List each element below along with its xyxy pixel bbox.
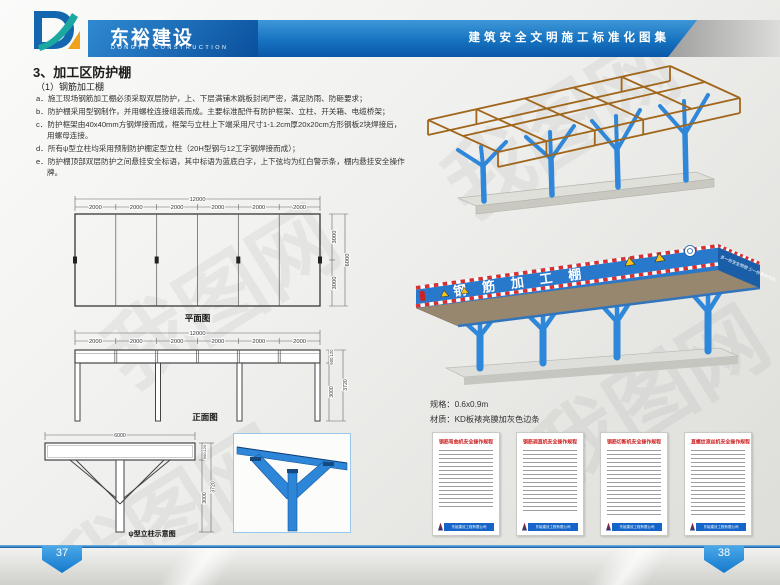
column-dim-top: 600,120 bbox=[202, 444, 207, 459]
poster-title: 钢筋切断机安全操作规程 bbox=[606, 440, 662, 446]
poster-logo-icon bbox=[606, 522, 611, 531]
column-dim-width: 6000 bbox=[114, 433, 126, 439]
wireframe-structure-render bbox=[427, 65, 741, 215]
front-dim-bay: 2000 bbox=[293, 339, 306, 345]
poster-logo-icon bbox=[522, 522, 527, 531]
plan-dim-overall-depth: 6000 bbox=[345, 254, 351, 267]
spec-size: 规格：0.6x0.9m bbox=[430, 400, 489, 409]
plan-view-drawing: 12000 2000 2000 2000 2000 2000 2000 3000… bbox=[73, 196, 352, 323]
plan-view-label: 平面图 bbox=[185, 313, 211, 323]
brand-name-en: DONGYU CONSTRUCTION bbox=[111, 45, 229, 51]
poster-bending-machine: 钢筋弯曲机安全操作规程 东裕建设工程有限公司 bbox=[432, 432, 500, 536]
note-c: c．防护框架由40x40mm方钢焊接而成，框架与立柱上下端采用尺寸1-1.2cm… bbox=[36, 120, 402, 140]
poster-logo-icon bbox=[438, 522, 443, 531]
roof-truss bbox=[427, 65, 741, 168]
plan-dim-overall-width: 12000 bbox=[189, 197, 205, 203]
plan-dim-bay: 2000 bbox=[211, 205, 224, 211]
poster-title: 钢筋弯曲机安全操作规程 bbox=[438, 440, 494, 446]
front-dim-bay: 2000 bbox=[89, 339, 102, 345]
front-dim-overall-height: 3720 bbox=[343, 379, 349, 391]
poster-cutting-machine: 钢筋切断机安全操作规程 东裕建设工程有限公司 bbox=[600, 432, 668, 536]
front-columns bbox=[74, 362, 321, 422]
poster-footer: 东裕建设工程有限公司 bbox=[528, 522, 578, 531]
poster-thread-rolling-machine: 直螺纹滚丝机安全操作规程 东裕建设工程有限公司 bbox=[684, 432, 752, 536]
plan-dim-bay: 2000 bbox=[293, 205, 306, 211]
plan-dim-bay: 2000 bbox=[130, 205, 143, 211]
section-title: 3、加工区防护棚 bbox=[33, 65, 132, 80]
poster-body-text bbox=[607, 450, 661, 518]
column-diagram: 6000 600,120 3000 3720 ψ型立柱示意图 bbox=[44, 432, 216, 538]
plan-dim-bay: 2000 bbox=[89, 205, 102, 211]
front-view-label: 正面图 bbox=[192, 412, 218, 422]
brand-name: 东裕建设 bbox=[110, 28, 195, 49]
column-dim-overall: 3720 bbox=[211, 481, 216, 493]
poster-title: 钢筋调直机安全操作规程 bbox=[522, 440, 578, 446]
poster-footer: 东裕建设工程有限公司 bbox=[696, 522, 746, 531]
plan-dim-bay: 2000 bbox=[252, 205, 265, 211]
plan-dim-half-depth: 3000 bbox=[332, 231, 338, 244]
column-diagram-label: ψ型立柱示意图 bbox=[128, 529, 175, 538]
column-detail-render bbox=[233, 433, 351, 533]
column-dim-column: 3000 bbox=[202, 492, 208, 504]
poster-footer: 东裕建设工程有限公司 bbox=[444, 522, 494, 531]
plan-dim-half-depth: 3000 bbox=[332, 277, 338, 290]
poster-body-text bbox=[439, 450, 493, 507]
poster-straightening-machine: 钢筋调直机安全操作规程 东裕建设工程有限公司 bbox=[516, 432, 584, 536]
section-subtitle: （1）钢筋加工棚 bbox=[36, 82, 105, 92]
front-dim-bay: 2000 bbox=[252, 339, 265, 345]
poster-title: 直螺纹滚丝机安全操作规程 bbox=[690, 440, 750, 446]
poster-footer: 东裕建设工程有限公司 bbox=[612, 522, 662, 531]
front-dim-top: 600,120 bbox=[329, 349, 334, 365]
poster-body-text bbox=[691, 450, 745, 518]
plan-column-markers bbox=[73, 256, 322, 264]
spec-material: 材质：KD板裱亮膜加灰色边条 bbox=[430, 415, 540, 424]
note-e: e．防护棚顶部双层防护之间悬挂安全标语，其中标语为蓝底白字，上下弦均为红白警示条… bbox=[36, 157, 405, 177]
front-dim-bay: 2000 bbox=[211, 339, 224, 345]
plan-dim-bay: 2000 bbox=[171, 205, 184, 211]
logo-box: 东裕建设 DONGYU CONSTRUCTION bbox=[88, 20, 258, 57]
front-dim-bay: 2000 bbox=[171, 339, 184, 345]
note-d: d．所有ψ型立柱均采用预制防护棚定型立柱（20H型钢与12工字钢焊接而成）； bbox=[36, 144, 300, 153]
small-sign bbox=[419, 290, 426, 302]
warning-triangle-icon bbox=[440, 252, 666, 298]
front-view-drawing: 12000 2000 2000 2000 2000 2000 2000 600,… bbox=[74, 330, 350, 422]
poster-logo-icon bbox=[690, 522, 695, 531]
poster-body-text bbox=[523, 450, 577, 511]
front-dim-column: 3000 bbox=[329, 386, 335, 398]
front-dim-overall-width: 12000 bbox=[189, 331, 205, 337]
footer-divider-line bbox=[0, 545, 780, 548]
front-dim-bay: 2000 bbox=[130, 339, 143, 345]
emblem-icon bbox=[684, 245, 696, 257]
note-b: b．防护棚采用型钢制作，并用螺栓连接组装而成。主要标准配件有防护框架、立柱、开关… bbox=[36, 107, 390, 116]
banner-title: 建筑安全文明施工标准化图集 bbox=[468, 32, 670, 44]
shed-render: 多一份安全预想 少一份事故危险 钢筋加工棚 bbox=[415, 244, 777, 385]
company-logo-icon bbox=[34, 11, 80, 51]
spec-notes: a．施工现场钢筋加工棚必须采取双层防护，上、下层满铺木跳板封闭严密，满足防雨、防… bbox=[36, 93, 408, 180]
note-a: a．施工现场钢筋加工棚必须采取双层防护，上、下层满铺木跳板封闭严密，满足防雨、防… bbox=[36, 94, 367, 103]
column-braces bbox=[69, 459, 171, 505]
